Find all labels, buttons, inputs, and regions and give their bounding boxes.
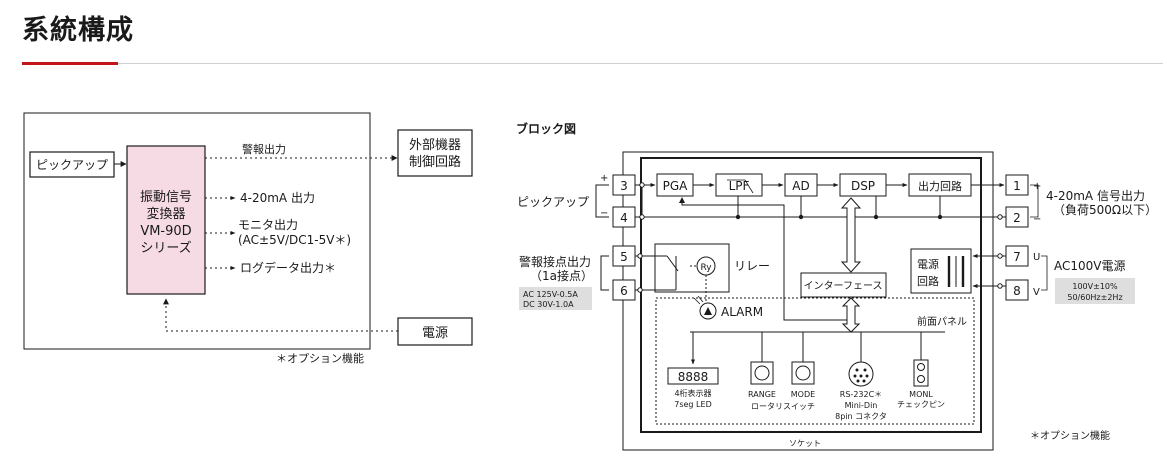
range-switch-icon (750, 361, 774, 385)
rs232-label-3: 8pin コネクタ (835, 412, 887, 421)
seven-seg-digits: 8888 (678, 370, 709, 384)
socket-frame (622, 151, 994, 451)
pickup-label: ピックアップ (517, 195, 589, 209)
lpf-curve-icon (727, 179, 754, 194)
converter-line-2: 変換器 (146, 206, 185, 222)
alarm-contact-label-2: （1a接点） (530, 268, 593, 283)
svg-text:7: 7 (1013, 250, 1021, 264)
contact-rating-1: AC 125V-0.5A (523, 290, 578, 299)
mode-label: MODE (791, 390, 815, 399)
svg-text:−: − (1033, 214, 1041, 225)
alarm-contact-label-1: 警報接点出力 (519, 254, 591, 269)
rs232-label-2: Mini-Din (845, 401, 878, 410)
socket-label: ソケット (789, 439, 821, 448)
relay-ry-label: Ry (700, 263, 712, 273)
svg-text:6: 6 (620, 284, 628, 298)
front-panel-frame (655, 297, 975, 425)
power-line (163, 298, 398, 332)
svg-text:+: + (1033, 181, 1041, 192)
mode-switch-icon (791, 361, 815, 385)
terminal-8 (1005, 279, 1029, 301)
external-line-1: 外部機器 (409, 138, 461, 153)
svg-text:1: 1 (1013, 179, 1021, 193)
alarm-output-label: 警報出力 (242, 142, 286, 156)
pickup-plus: + (600, 173, 608, 184)
title-accent-bar (22, 62, 118, 65)
converter-box (126, 145, 206, 295)
relay-label: リレー (734, 259, 770, 273)
power-circuit-block (910, 248, 972, 294)
logdata-label: ログデータ出力＊ (240, 260, 336, 275)
block-heading: ブロック図 (516, 121, 576, 136)
ac-power-label: AC100V電源 (1054, 259, 1126, 273)
converter-line-4: シリーズ (140, 240, 191, 256)
external-line-2: 制御回路 (409, 154, 461, 170)
pickup-minus: − (600, 208, 608, 219)
interface-block (800, 272, 887, 298)
relay-box (654, 243, 730, 293)
monl-label-2: チェックピン (897, 400, 945, 409)
svg-text:3: 3 (620, 179, 628, 193)
ad-label: AD (792, 179, 809, 193)
interface-panel-arrow (841, 297, 861, 333)
svg-text:U: U (1033, 252, 1040, 263)
interface-label: インターフェース (804, 280, 883, 292)
rs232-connector-icon (848, 361, 874, 387)
system-frame (23, 112, 371, 350)
contact-rating-2: DC 30V-1.0A (523, 300, 574, 309)
rotary-label: ロータリスイッチ (751, 402, 815, 411)
seven-seg-display (667, 367, 719, 385)
page-title: 系統構成 (22, 15, 134, 46)
pickup-label: ピックアップ (36, 158, 108, 172)
svg-text:4: 4 (620, 211, 628, 225)
ac-spec-2: 50/60Hz±2Hz (1067, 293, 1122, 302)
ac-spec-box (1055, 278, 1135, 304)
output-circuit-label: 出力回路 (918, 179, 962, 193)
svg-text:8: 8 (1013, 284, 1021, 298)
front-panel-label: 前面パネル (917, 315, 967, 328)
svg-text:5: 5 (620, 250, 628, 264)
system-diagram: ピックアップ 振動信号 変換器 VM-90D シリーズ 警報出力 外部機器 制御… (23, 112, 473, 365)
converter-line-1: 振動信号 (140, 190, 192, 205)
rs232-label-1: RS-232C＊ (840, 390, 882, 399)
alarm-led-label: ALARM (721, 305, 763, 319)
svg-text:V: V (1033, 287, 1040, 298)
alarm-contact-bracket (600, 255, 609, 291)
pickup-bracket (595, 184, 609, 218)
range-label: RANGE (748, 390, 776, 399)
out420-label: 4-20mA 出力 (240, 191, 315, 205)
out-signal-label-2: （負荷500Ω以下） (1053, 203, 1157, 217)
monl-label-1: MONL (909, 390, 933, 399)
power-label: 電源 (422, 326, 448, 341)
contact-rating-box (519, 287, 592, 310)
dsp-label: DSP (851, 179, 875, 193)
out-signal-label-1: 4-20mA 信号出力 (1046, 189, 1145, 203)
title-divider (22, 63, 1163, 64)
pga-label: PGA (663, 179, 689, 193)
external-box (397, 129, 473, 177)
led-label-2: 7seg LED (674, 400, 711, 409)
svg-text:2: 2 (1013, 211, 1021, 225)
unit-frame (640, 157, 982, 433)
led-label-1: 4桁表示器 (674, 388, 711, 398)
dsp-interface-arrow (840, 197, 862, 273)
monitor-label-2: (AC±5V/DC1-5V＊) (238, 233, 351, 247)
power-circuit-label-1: 電源 (917, 257, 939, 271)
monitor-label-1: モニタ出力 (238, 218, 298, 232)
power-circuit-label-2: 回路 (917, 275, 939, 288)
terminal-1 (1005, 174, 1029, 196)
ac-spec-1: 100V±10% (1072, 282, 1118, 291)
converter-line-3: VM-90D (140, 224, 191, 239)
block-option-note: ＊オプション機能 (1030, 429, 1110, 442)
lpf-label: LPF (729, 179, 750, 193)
block-diagram: ブロック図 ソケット 3 4 5 6 1 2 7 8 + − ピックアップ 警報… (516, 121, 1157, 451)
system-option-note: ＊オプション機能 (276, 351, 364, 365)
